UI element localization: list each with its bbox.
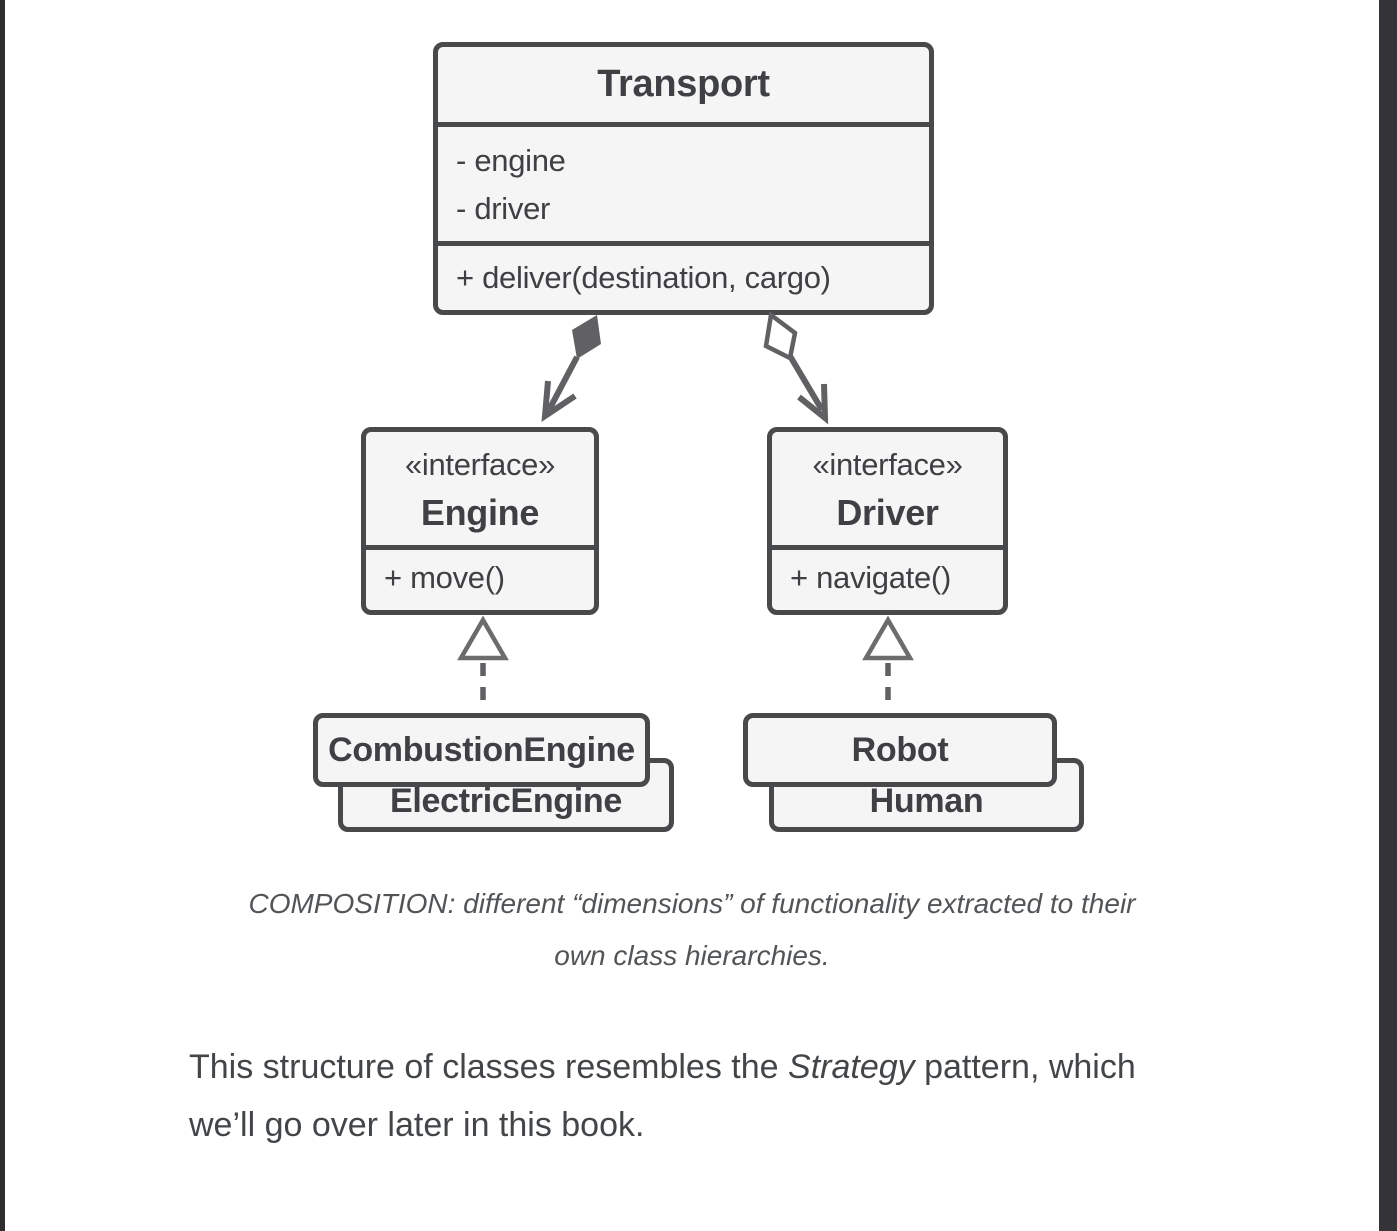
class-name-combustion-engine: CombustionEngine — [328, 730, 635, 769]
class-fields-section: - engine - driver — [438, 122, 929, 241]
class-title-row: Transport — [438, 47, 929, 122]
interface-methods-section: + navigate() — [772, 545, 1003, 605]
page-edge-right — [1379, 0, 1397, 1231]
paragraph-text: pattern, which — [914, 1048, 1136, 1086]
class-box-combustion-engine: CombustionEngine — [313, 713, 650, 787]
paragraph-emphasis: Strategy — [788, 1048, 915, 1086]
class-name-human: Human — [869, 782, 984, 820]
interface-header: «interface» Driver — [772, 432, 1003, 545]
class-name-electric-engine: ElectricEngine — [390, 782, 622, 820]
realization-connector-driver — [862, 615, 914, 711]
class-name-robot: Robot — [851, 730, 949, 769]
open-arrowhead-icon — [797, 383, 829, 425]
interface-box-engine: «interface» Engine + move() — [361, 427, 599, 615]
paragraph-text: we’ll go over later in this book. — [189, 1106, 645, 1144]
composition-diamond-icon — [572, 315, 601, 359]
interface-name-engine: Engine — [420, 491, 540, 533]
interface-header: «interface» Engine — [366, 432, 594, 545]
open-arrowhead-icon — [541, 380, 577, 422]
class-field-engine: - engine — [456, 143, 566, 178]
composition-connector — [541, 315, 601, 422]
interface-box-driver: «interface» Driver + navigate() — [767, 427, 1008, 615]
class-field-driver: - driver — [456, 191, 551, 226]
body-paragraph: This structure of classes resembles the … — [189, 1038, 1259, 1154]
interface-method-navigate: + navigate() — [790, 559, 951, 595]
interface-methods-section: + move() — [366, 545, 594, 605]
figure-caption: COMPOSITION: different “dimensions” of f… — [5, 878, 1379, 982]
figure-caption-line1: COMPOSITION: different “dimensions” of f… — [248, 888, 1136, 919]
class-method-deliver: + deliver(destination, cargo) — [456, 260, 831, 295]
class-box-transport: Transport - engine - driver + deliver(de… — [433, 42, 934, 315]
realization-connector-engine — [457, 615, 509, 711]
class-box-robot: Robot — [743, 713, 1057, 787]
aggregation-connector — [763, 310, 829, 425]
hollow-triangle-icon — [862, 615, 914, 661]
interface-method-move: + move() — [384, 559, 505, 595]
class-methods-section: + deliver(destination, cargo) — [438, 241, 929, 310]
class-title-transport: Transport — [597, 63, 770, 105]
paragraph-text: This structure of classes resembles the — [189, 1048, 789, 1086]
aggregation-diamond-icon — [763, 310, 798, 362]
stereotype-label: «interface» — [812, 446, 963, 482]
page-edge-left — [0, 0, 5, 1231]
hollow-triangle-icon — [457, 615, 509, 661]
figure-caption-line2: own class hierarchies. — [554, 940, 830, 971]
interface-name-driver: Driver — [836, 491, 939, 533]
stereotype-label: «interface» — [404, 446, 556, 482]
